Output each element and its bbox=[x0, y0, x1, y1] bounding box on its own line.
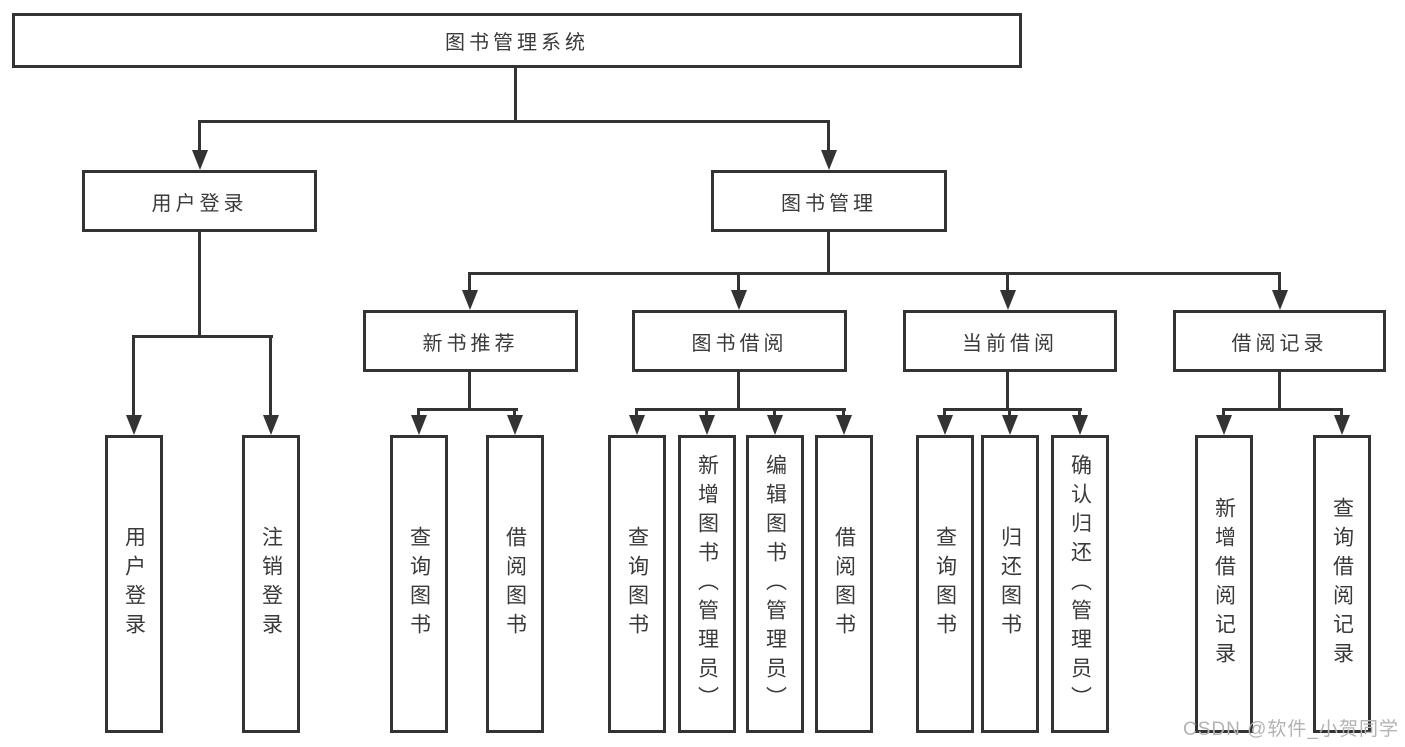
node-label: 用户登录 bbox=[122, 526, 146, 642]
node-label: 编辑图书（管理员） bbox=[763, 453, 787, 715]
node-label: 归还图书 bbox=[998, 526, 1022, 642]
connector-line bbox=[417, 408, 420, 417]
connector-line bbox=[1278, 272, 1281, 292]
node-book-management: 图书管理 bbox=[711, 170, 947, 232]
arrowhead-down-icon bbox=[126, 415, 142, 435]
connector-line bbox=[827, 232, 830, 275]
connector-line bbox=[1078, 408, 1081, 417]
connector-line bbox=[737, 272, 740, 292]
node-user-login: 用户登录 bbox=[82, 170, 317, 232]
connector-line bbox=[1008, 408, 1011, 417]
node-label: 查询图书 bbox=[933, 526, 957, 642]
node-label: 查询借阅记录 bbox=[1330, 497, 1354, 671]
connector-line bbox=[773, 408, 776, 417]
leaf-user-login: 用户登录 bbox=[105, 435, 163, 733]
connector-line bbox=[1278, 372, 1281, 411]
connector-line bbox=[198, 120, 830, 123]
arrowhead-down-icon bbox=[507, 415, 523, 435]
connector-line bbox=[514, 68, 517, 120]
connector-line bbox=[468, 272, 1281, 275]
leaf-query-borrow-record: 查询借阅记录 bbox=[1313, 435, 1371, 733]
connector-line bbox=[1222, 408, 1225, 417]
connector-line bbox=[417, 408, 518, 411]
connector-line bbox=[635, 408, 846, 411]
arrowhead-down-icon bbox=[1072, 415, 1088, 435]
connector-line bbox=[198, 120, 201, 154]
arrowhead-down-icon bbox=[1216, 415, 1232, 435]
arrowhead-down-icon bbox=[767, 415, 783, 435]
node-new-book-recommendation: 新书推荐 bbox=[363, 310, 578, 372]
leaf-query-books-current: 查询图书 bbox=[916, 435, 974, 733]
arrowhead-down-icon bbox=[731, 290, 747, 310]
arrowhead-down-icon bbox=[1000, 290, 1016, 310]
connector-line bbox=[468, 372, 471, 411]
leaf-edit-books-admin: 编辑图书（管理员） bbox=[746, 435, 804, 733]
node-label: 新增借阅记录 bbox=[1212, 497, 1236, 671]
node-label: 图书管理系统 bbox=[445, 32, 589, 54]
connector-line bbox=[1006, 372, 1009, 411]
node-current-borrowing: 当前借阅 bbox=[903, 310, 1117, 372]
arrowhead-down-icon bbox=[1334, 415, 1350, 435]
connector-line bbox=[198, 232, 201, 335]
node-label: 查询图书 bbox=[407, 526, 431, 642]
node-label: 借阅记录 bbox=[1231, 332, 1328, 355]
connector-line bbox=[468, 272, 471, 292]
node-label: 用户登录 bbox=[151, 192, 248, 215]
node-library-management-system: 图书管理系统 bbox=[12, 13, 1022, 68]
node-borrowing-records: 借阅记录 bbox=[1173, 310, 1386, 372]
leaf-confirm-return-admin: 确认归还（管理员） bbox=[1051, 435, 1109, 733]
arrowhead-down-icon bbox=[411, 415, 427, 435]
connector-line bbox=[943, 408, 1082, 411]
node-label: 借阅图书 bbox=[832, 526, 856, 642]
node-label: 图书借阅 bbox=[691, 332, 788, 355]
connector-line bbox=[132, 335, 135, 417]
node-label: 新书推荐 bbox=[422, 332, 519, 355]
connector-line bbox=[1222, 408, 1343, 411]
leaf-add-books-admin: 新增图书（管理员） bbox=[678, 435, 736, 733]
connector-line bbox=[513, 408, 516, 417]
node-label: 查询图书 bbox=[625, 526, 649, 642]
connector-line bbox=[705, 408, 708, 417]
node-label: 图书管理 bbox=[781, 192, 877, 215]
arrowhead-down-icon bbox=[937, 415, 953, 435]
connector-line bbox=[842, 408, 845, 417]
arrowhead-down-icon bbox=[629, 415, 645, 435]
arrowhead-down-icon bbox=[836, 415, 852, 435]
connector-line bbox=[635, 408, 638, 417]
leaf-borrow-books-recommend: 借阅图书 bbox=[486, 435, 544, 733]
arrowhead-down-icon bbox=[263, 415, 279, 435]
arrowhead-down-icon bbox=[1002, 415, 1018, 435]
node-label: 确认归还（管理员） bbox=[1068, 453, 1092, 715]
connector-line bbox=[737, 372, 740, 411]
node-label: 借阅图书 bbox=[503, 526, 527, 642]
arrowhead-down-icon bbox=[699, 415, 715, 435]
arrowhead-down-icon bbox=[1272, 290, 1288, 310]
leaf-return-books: 归还图书 bbox=[981, 435, 1039, 733]
node-book-borrowing: 图书借阅 bbox=[632, 310, 847, 372]
node-label: 新增图书（管理员） bbox=[695, 453, 719, 715]
leaf-borrow-books: 借阅图书 bbox=[815, 435, 873, 733]
leaf-add-borrow-record: 新增借阅记录 bbox=[1195, 435, 1253, 733]
csdn-watermark: CSDN @软件_小贺同学 bbox=[1183, 719, 1399, 740]
node-label: 注销登录 bbox=[259, 526, 283, 642]
connector-line bbox=[943, 408, 946, 417]
node-label: 当前借阅 bbox=[962, 332, 1058, 355]
arrowhead-down-icon bbox=[192, 150, 208, 170]
leaf-query-books-borrowing: 查询图书 bbox=[608, 435, 666, 733]
arrowhead-down-icon bbox=[821, 150, 837, 170]
connector-line bbox=[269, 335, 272, 417]
leaf-logout: 注销登录 bbox=[242, 435, 300, 733]
connector-line bbox=[1340, 408, 1343, 417]
arrowhead-down-icon bbox=[462, 290, 478, 310]
connector-line bbox=[827, 120, 830, 154]
leaf-query-books-recommend: 查询图书 bbox=[390, 435, 448, 733]
connector-line bbox=[1006, 272, 1009, 292]
connector-line bbox=[132, 335, 273, 338]
